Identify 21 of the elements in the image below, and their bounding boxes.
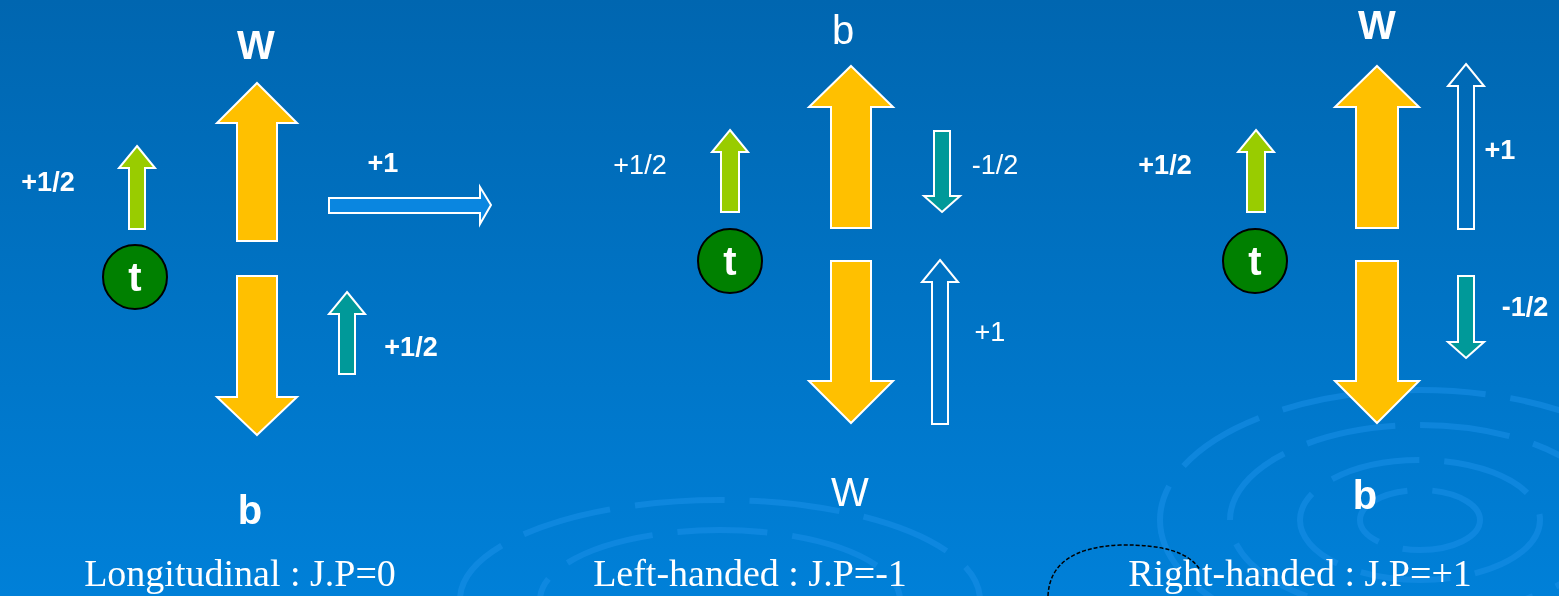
spin-label: +1/2 xyxy=(613,151,667,179)
spin-label: -1/2 xyxy=(971,151,1019,179)
spin-label: +1 xyxy=(1484,136,1516,164)
particle-label: b xyxy=(1352,475,1378,515)
particle-label: t xyxy=(1248,241,1262,281)
caption: Right-handed : J.P=+1 xyxy=(1128,554,1472,592)
spin-label: +1 xyxy=(367,149,399,177)
spin-label: +1/2 xyxy=(1138,151,1192,179)
particle-label: W xyxy=(237,25,275,65)
particle-label: W xyxy=(1358,5,1396,45)
caption: Longitudinal : J.P=0 xyxy=(84,554,396,592)
spin-label: +1 xyxy=(974,318,1006,346)
particle-label: b xyxy=(237,490,263,530)
spin-label: -1/2 xyxy=(1501,293,1549,321)
spin-label: +1/2 xyxy=(21,168,75,196)
spin-label: +1/2 xyxy=(384,333,438,361)
particle-label: b xyxy=(831,10,855,50)
particle-label: W xyxy=(831,472,869,512)
caption: Left-handed : J.P=-1 xyxy=(593,554,907,592)
particle-label: t xyxy=(128,257,142,297)
particle-label: t xyxy=(723,241,737,281)
